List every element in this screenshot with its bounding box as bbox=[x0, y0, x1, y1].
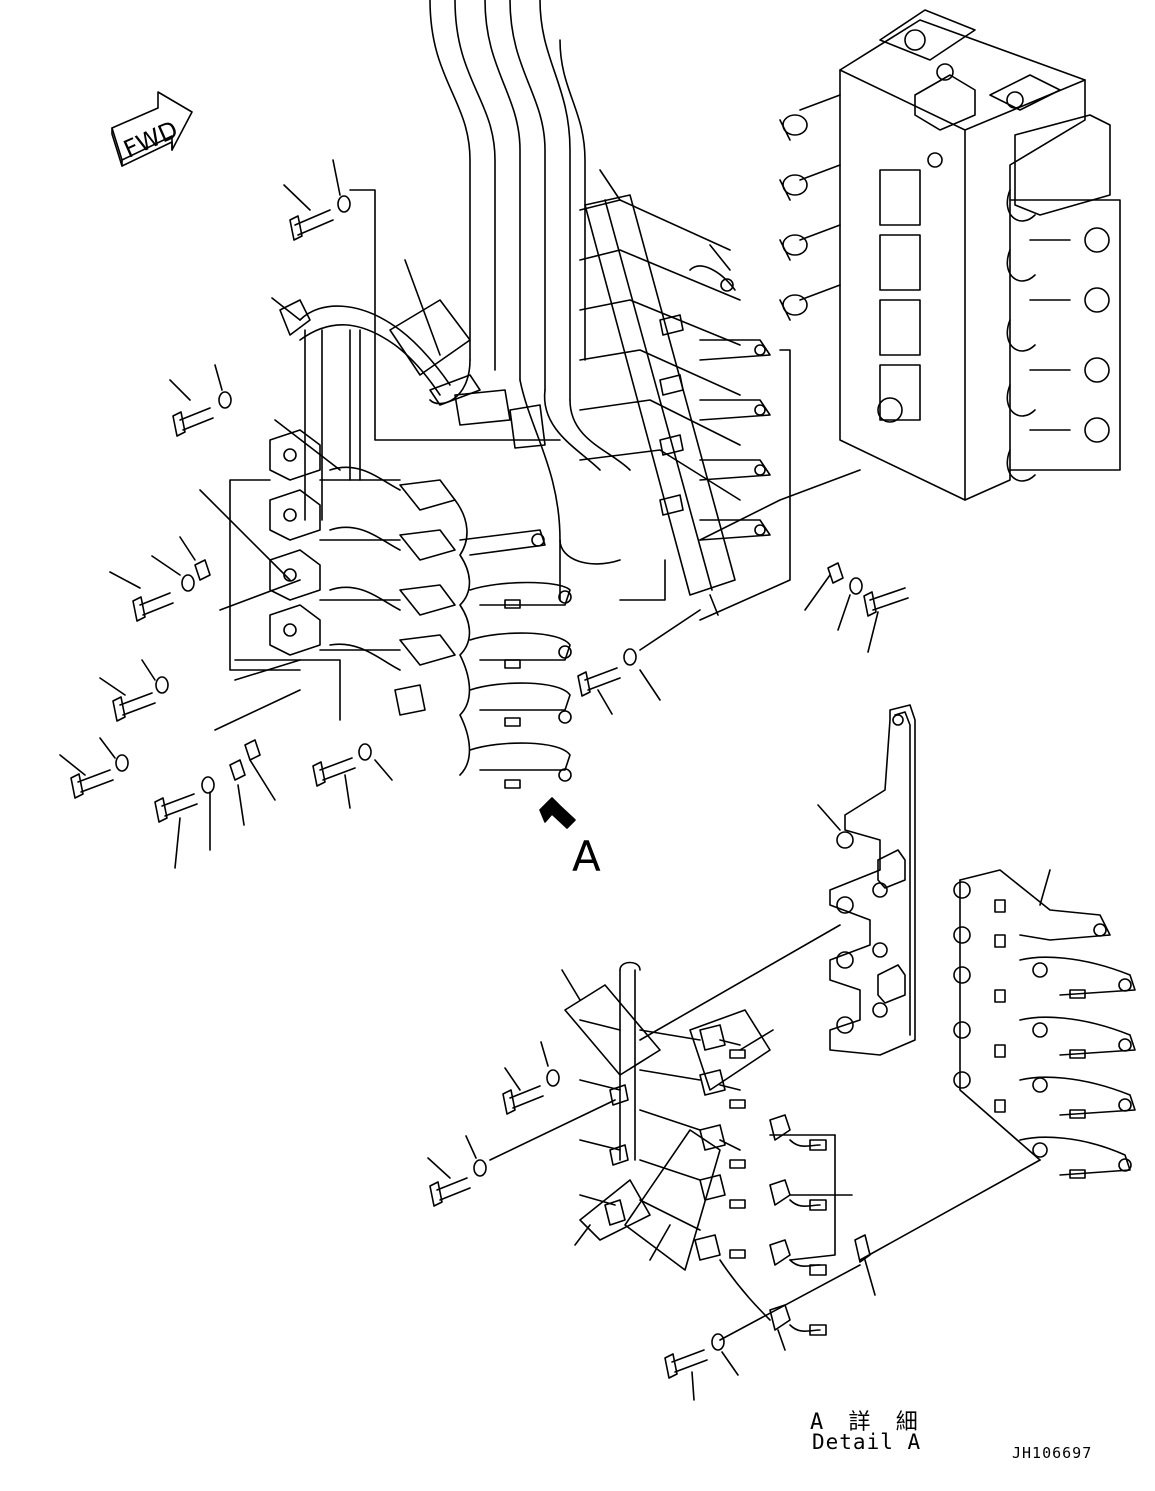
bolt-6 bbox=[154, 776, 215, 823]
valve-side-connectors bbox=[579, 199, 771, 541]
bolt-12 bbox=[664, 1333, 725, 1379]
view-marker-label: A bbox=[572, 832, 601, 881]
left-connector-stack bbox=[229, 429, 401, 671]
drawing-reference: JH106697 bbox=[1012, 1444, 1093, 1462]
hose-bundle bbox=[429, 0, 631, 565]
bolt-5 bbox=[70, 754, 129, 799]
hose-left bbox=[299, 305, 546, 521]
bolt-4 bbox=[112, 676, 169, 722]
bolts-left bbox=[70, 195, 909, 823]
bolt-8 bbox=[577, 648, 637, 697]
detail-title-jp: A 詳 細 bbox=[810, 1410, 924, 1435]
bolt-2 bbox=[172, 391, 232, 437]
leader-lines-upper bbox=[59, 159, 879, 869]
detail-clamp-bracket bbox=[953, 869, 1136, 1179]
bolt-1 bbox=[289, 195, 351, 241]
view-direction-arrow-icon bbox=[539, 797, 576, 829]
ref-band-divider bbox=[604, 199, 713, 591]
fwd-arrow-icon: FWD bbox=[111, 91, 193, 167]
detail-harness bbox=[564, 961, 871, 1336]
leader-lines-detail bbox=[427, 924, 1041, 1401]
ref-band bbox=[584, 194, 736, 596]
middle-bracket bbox=[394, 479, 572, 789]
control-valve bbox=[779, 9, 1121, 501]
bolt-10 bbox=[502, 1069, 560, 1115]
bolt-3 bbox=[132, 574, 195, 622]
fwd-label: FWD bbox=[119, 115, 182, 163]
detail-bolts bbox=[429, 1069, 725, 1379]
detail-title-en: Detail A bbox=[812, 1430, 922, 1454]
bolt-7 bbox=[312, 743, 372, 787]
reference-frames bbox=[234, 189, 861, 721]
bolt-11 bbox=[429, 1159, 487, 1207]
detail-bracket-plate bbox=[829, 704, 916, 1056]
bolt-9 bbox=[849, 577, 909, 617]
